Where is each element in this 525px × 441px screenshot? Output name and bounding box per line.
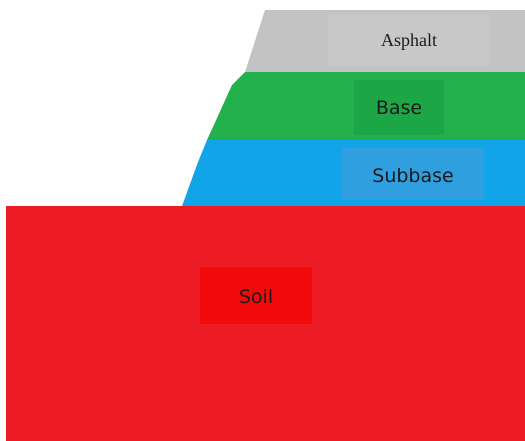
asphalt-label-box — [328, 14, 490, 66]
soil-label: Soil — [239, 286, 273, 308]
subbase-label: Subbase — [372, 165, 453, 187]
soil-label-box — [200, 267, 312, 324]
subbase-label-box — [342, 148, 484, 200]
asphalt-label: Asphalt — [381, 30, 437, 50]
base-label-box — [354, 80, 444, 135]
base-label: Base — [376, 97, 422, 119]
